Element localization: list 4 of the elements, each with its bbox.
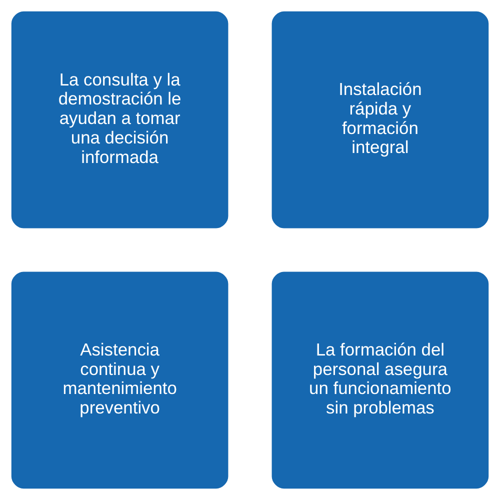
node-box: La consulta y la demostración le ayudan a tomar una decisión informada (11, 11, 228, 228)
node-box: La formación del personal asegura un funcionamiento sin problemas (272, 272, 489, 489)
node-box: Instalación rápida y formación integral (272, 11, 489, 228)
node-box: Asistencia continua y mantenimiento preventivo (11, 272, 228, 489)
